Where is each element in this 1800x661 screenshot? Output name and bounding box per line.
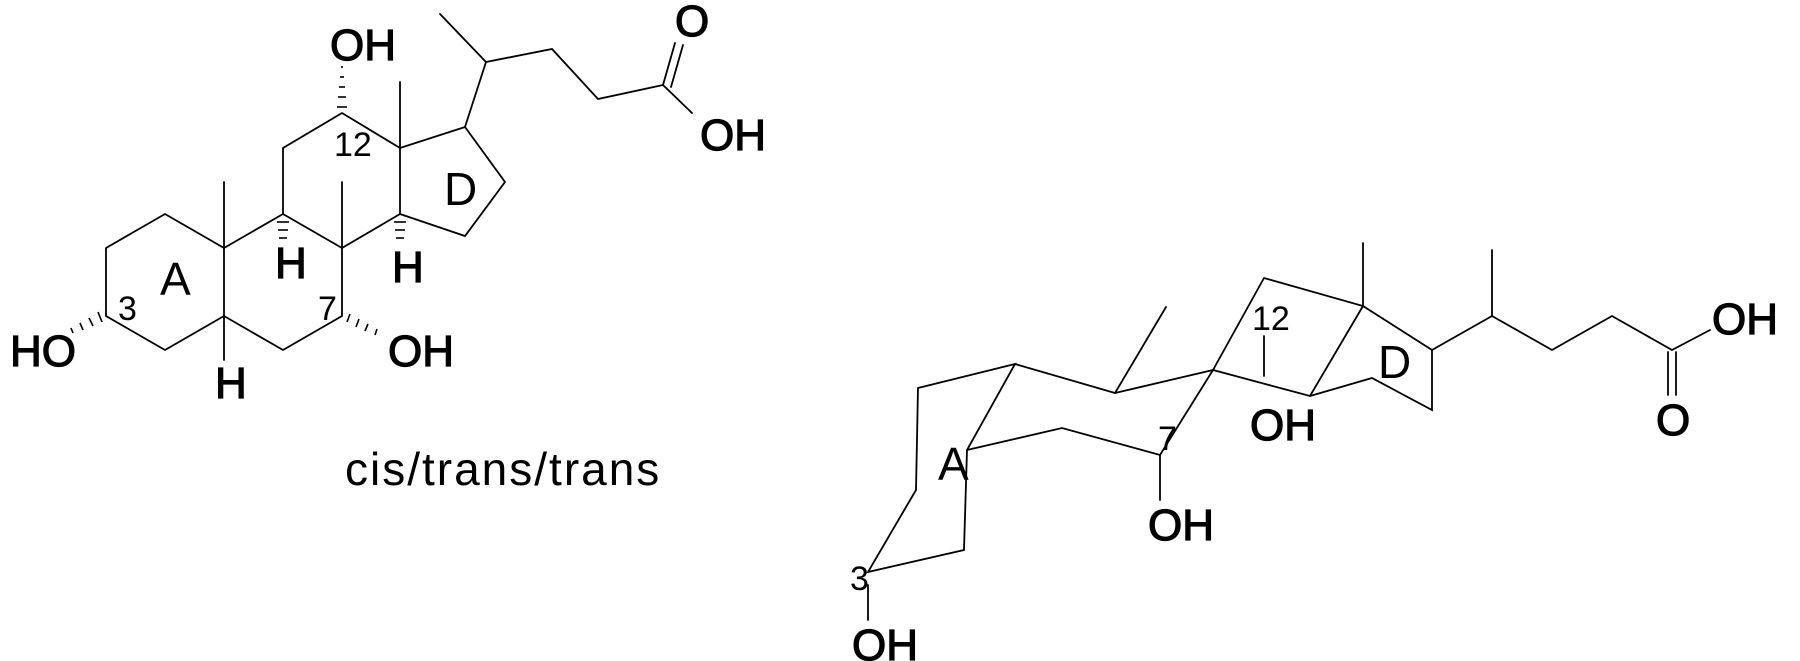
left-position-12: 12 [334, 126, 372, 164]
left-side-chain [439, 13, 693, 128]
left-oh-12: OH [330, 21, 396, 70]
left-labels: OH OH HO OH O H H H A D 3 7 12 [9, 0, 766, 409]
left-oh-acid: OH [700, 111, 766, 160]
right-oh-7: OH [1148, 501, 1214, 550]
right-side-chain [1431, 249, 1711, 352]
right-labels: OH OH OH OH O A D 3 7 12 [850, 294, 1779, 661]
left-position-3: 3 [118, 290, 137, 328]
left-ring-label-d: D [444, 163, 477, 215]
left-carbonyl-bond-1 [662, 42, 676, 86]
left-h-5: H [215, 359, 247, 408]
left-ring-d [399, 125, 507, 238]
right-position-12: 12 [1252, 300, 1290, 338]
left-ring-label-a: A [160, 253, 191, 305]
right-oh-acid: OH [1712, 295, 1778, 344]
left-hashed-oh-12 [337, 66, 347, 108]
stereochemistry-caption: cis/trans/trans [345, 443, 661, 495]
left-structure: OH OH HO OH O H H H A D 3 7 12 [9, 0, 766, 409]
left-h-9: H [275, 239, 307, 288]
left-bonds [70, 13, 693, 361]
right-ring-label-d: D [1378, 336, 1411, 388]
left-carbonyl-bond-2 [670, 44, 684, 88]
right-carbonyl-o: O [1656, 396, 1690, 445]
left-ho-3: HO [10, 327, 76, 376]
right-ring-c-back [1114, 306, 1167, 394]
left-h-14: H [392, 243, 424, 292]
left-hashed-oh-3 [70, 311, 103, 334]
right-position-7: 7 [1158, 420, 1177, 458]
right-ring-label-a: A [938, 438, 969, 490]
right-oh-3: OH [852, 621, 918, 661]
right-ring-d [1309, 305, 1433, 412]
right-structure: OH OH OH OH O A D 3 7 12 [850, 242, 1779, 661]
left-oh-7: OH [388, 327, 454, 376]
left-hashed-oh-7 [346, 313, 378, 336]
left-hashed-h-14 [394, 221, 406, 239]
left-ring-c [282, 111, 401, 249]
left-carbonyl-o: O [675, 0, 709, 46]
right-bonds [866, 242, 1711, 621]
right-position-3: 3 [850, 560, 869, 598]
left-hashed-h-9 [277, 221, 289, 239]
left-position-7: 7 [318, 290, 337, 328]
left-ring-b [223, 212, 343, 352]
right-oh-12: OH [1250, 401, 1316, 450]
